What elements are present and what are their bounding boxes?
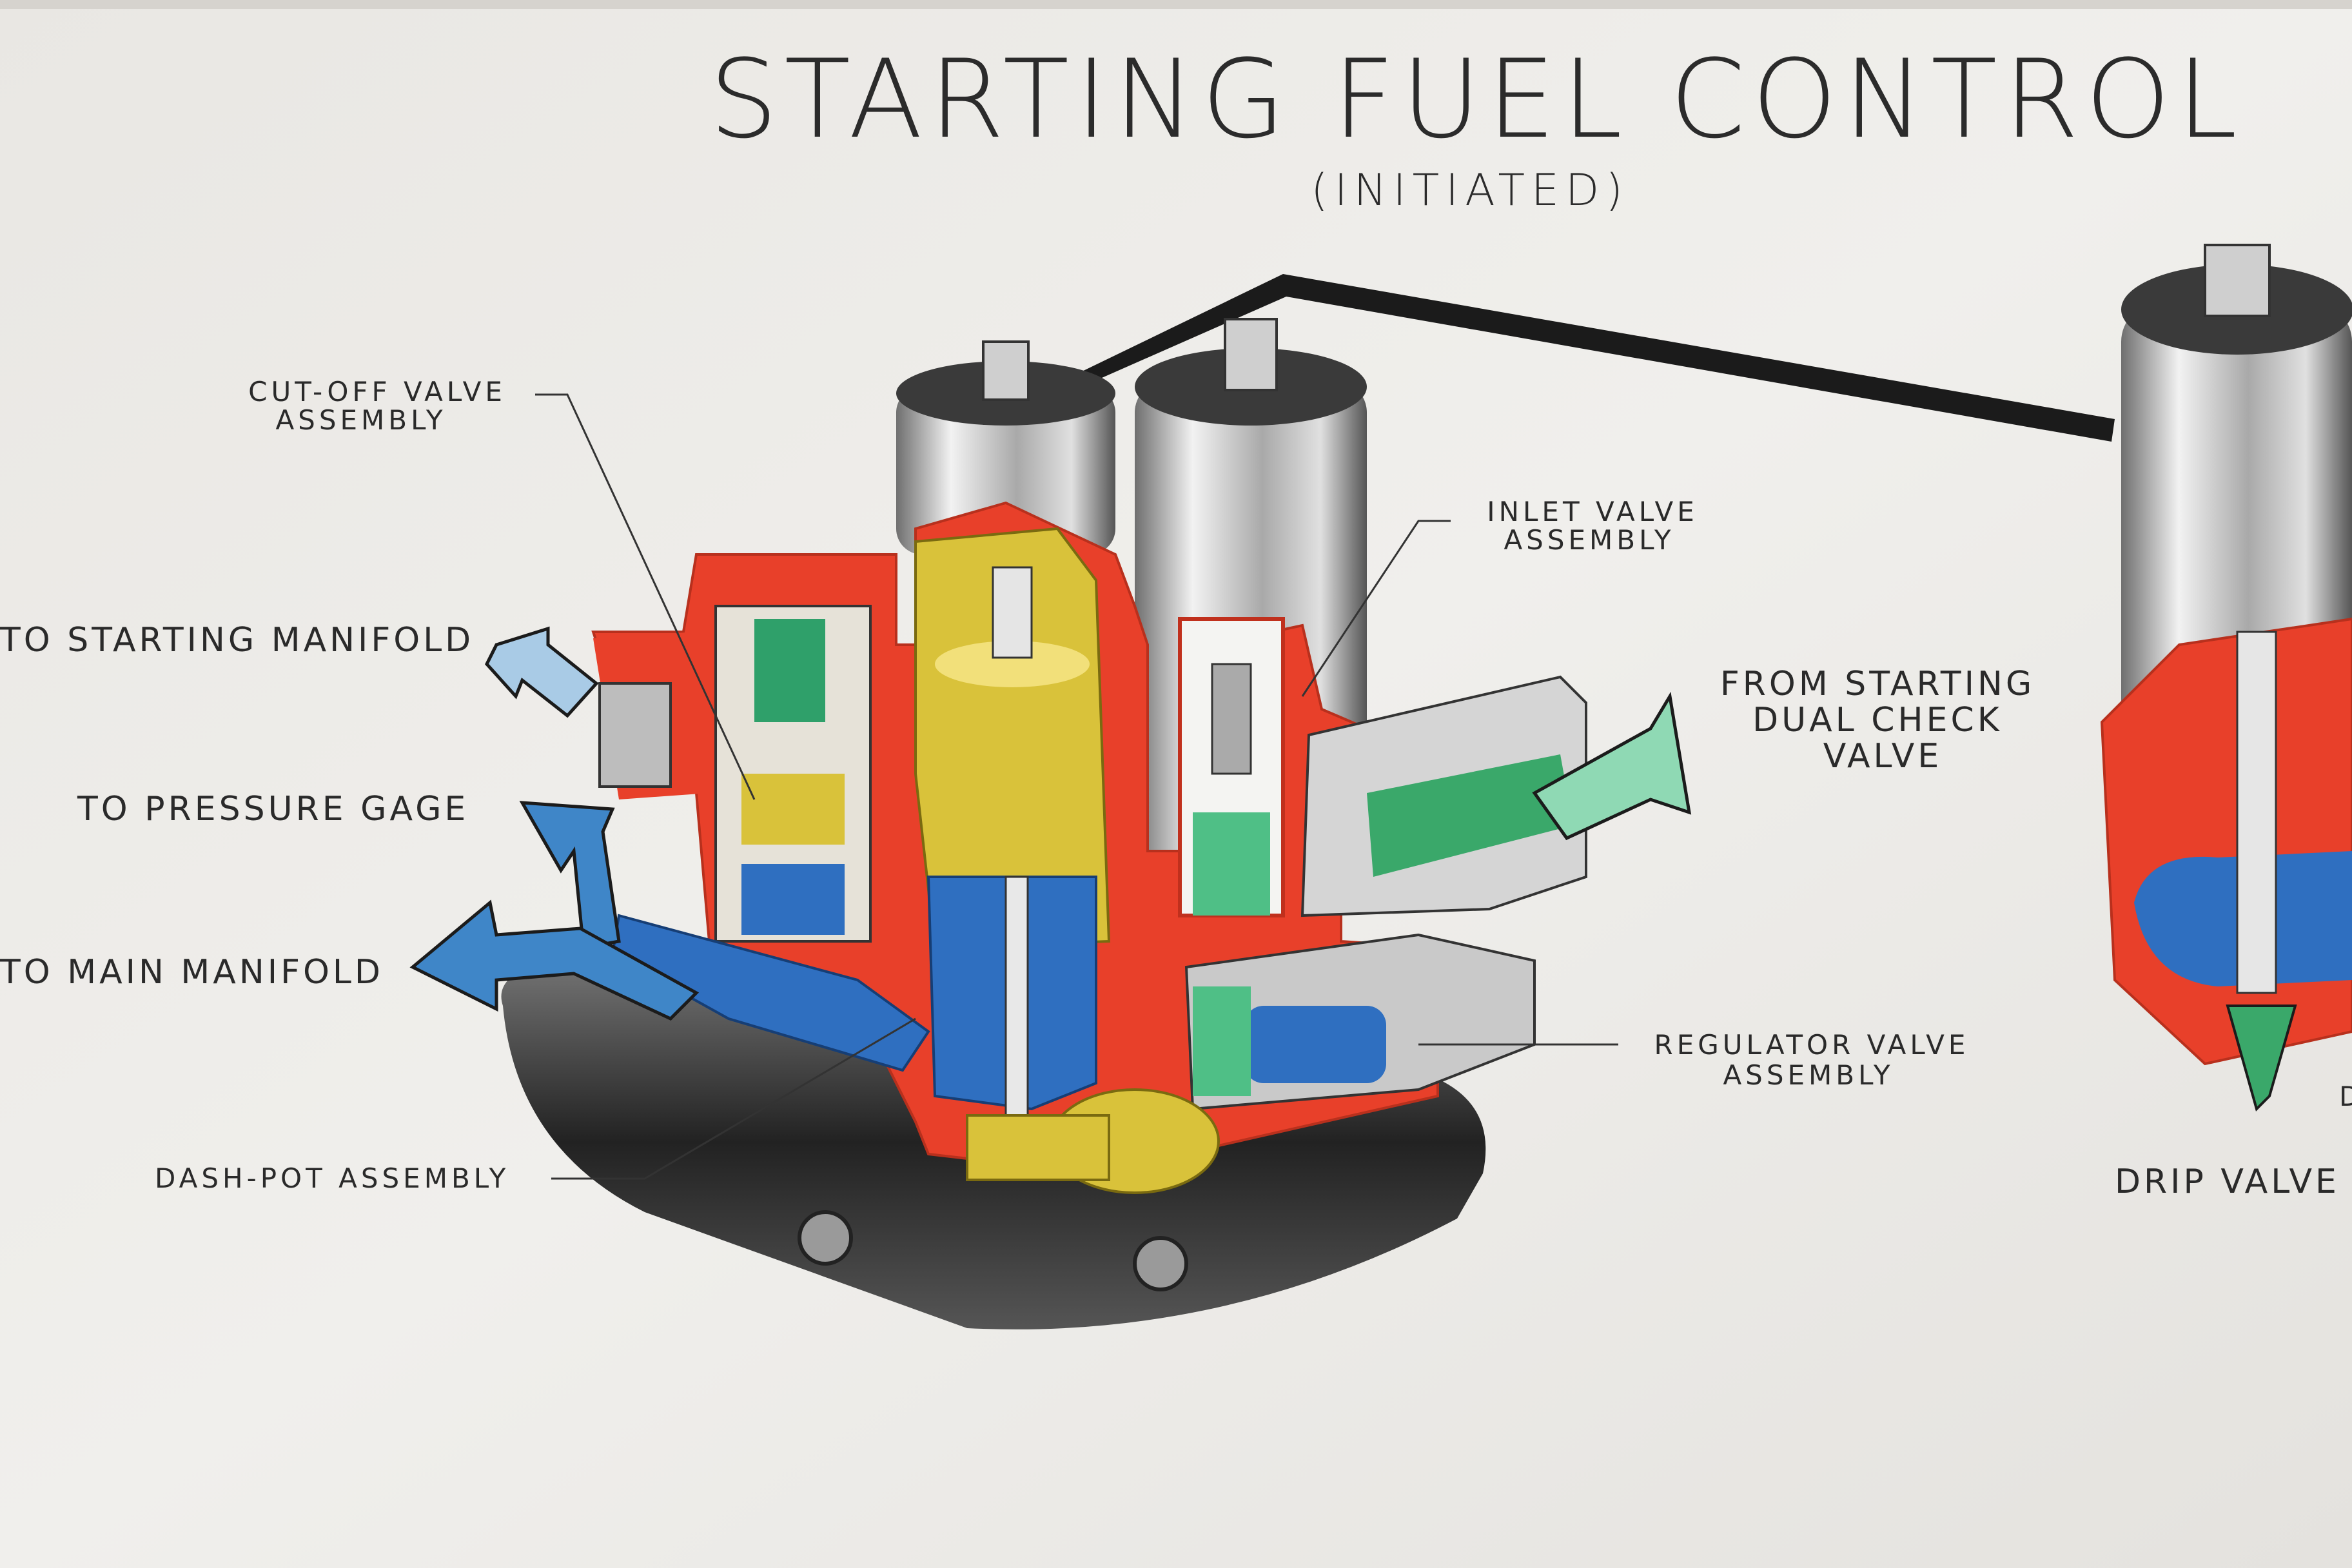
cutoff-yellow-port (741, 774, 845, 845)
paper-top-edge (0, 0, 2352, 9)
label-to-pressure-gage: TO PRESSURE GAGE (77, 790, 469, 828)
label-cutoff-line1: CUT-OFF VALVE (248, 376, 506, 407)
label-regulator-line2: ASSEMBLY (1723, 1059, 1894, 1091)
arrow-from-check-valve (1532, 691, 1692, 841)
label-to-main-manifold: TO MAIN MANIFOLD (0, 953, 384, 992)
dashpot-needle (1004, 876, 1029, 1130)
dashpot-spool (992, 566, 1033, 659)
arrow-to-main-manifold (409, 899, 700, 1021)
subtitle: (INITIATED) (1311, 165, 1629, 216)
label-inlet-line1: INLET VALVE (1487, 496, 1698, 527)
inlet-green-chamber (1193, 812, 1270, 916)
label-dashpot: DASH-POT ASSEMBLY (155, 1162, 509, 1194)
base-bolt-right (1133, 1236, 1188, 1291)
base-bolt-left (798, 1210, 853, 1266)
label-inlet-line2: ASSEMBLY (1504, 524, 1674, 556)
drip-red-housing (2100, 617, 2352, 1066)
cutoff-terminal (982, 340, 1030, 401)
drip-green-arrow (2226, 1004, 2297, 1112)
drip-valve-unit (2100, 244, 2352, 1112)
label-from-line1: FROM STARTING (1720, 665, 2035, 703)
label-from-line3: VALVE (1823, 737, 1943, 776)
inlet-terminal (1224, 318, 1278, 391)
leader-dashpot (551, 1017, 916, 1180)
label-from-line2: DUAL CHECK (1752, 701, 2003, 740)
dashpot-cap (935, 641, 1090, 687)
starting-outlet-thread (598, 682, 672, 788)
yellow-lower-passage (966, 1114, 1110, 1181)
label-cutoff-line2: ASSEMBLY (275, 404, 446, 436)
drip-valve-stem (2236, 631, 2277, 994)
cutoff-spring (754, 619, 825, 722)
leader-cutoff (535, 393, 756, 800)
label-to-starting-manifold: TO STARTING MANIFOLD (0, 621, 474, 660)
label-drip-partial: D (2339, 1081, 2352, 1112)
label-regulator-line1: REGULATOR VALVE (1654, 1029, 1970, 1061)
regulator-blue-spring (1244, 1006, 1386, 1083)
inlet-spring (1211, 663, 1252, 775)
cutoff-solenoid-can (896, 387, 1115, 554)
main-unit (501, 318, 1587, 1329)
title: STARTING FUEL CONTROL (709, 36, 2244, 162)
drip-terminal (2204, 244, 2271, 317)
leader-inlet (1301, 520, 1451, 697)
label-drip-valve: DRIP VALVE (2115, 1162, 2340, 1201)
regulator-green-chamber (1193, 986, 1251, 1096)
yellow-dashpot-chamber (914, 527, 1111, 950)
cutoff-blue-port (741, 864, 845, 935)
green-inlet-passage (1367, 754, 1573, 877)
arrow-to-starting-manifold (485, 626, 599, 718)
